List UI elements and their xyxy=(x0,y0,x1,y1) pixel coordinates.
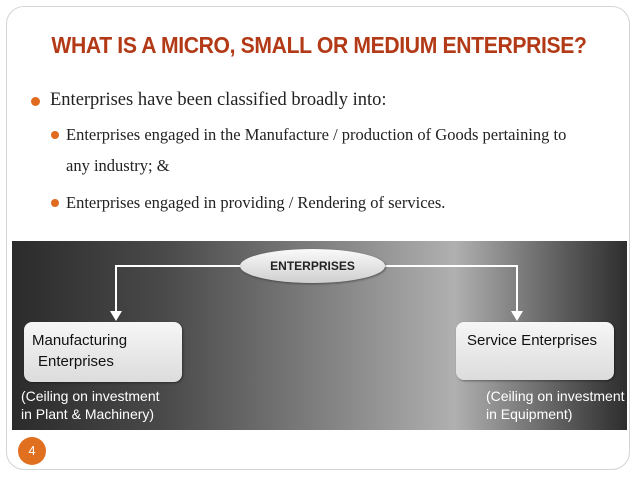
bullet-dot xyxy=(31,97,40,106)
slide-title: WHAT IS A MICRO, SMALL OR MEDIUM ENTERPR… xyxy=(51,32,587,58)
sub-bullet-2-text: Enterprises engaged in providing / Rende… xyxy=(66,193,446,212)
service-note-line-2: in Equipment) xyxy=(486,406,573,422)
manufacturing-note-line-2: in Plant & Machinery) xyxy=(21,406,155,422)
enterprises-node: ENTERPRISES xyxy=(240,249,385,283)
connector-left xyxy=(115,265,240,317)
manufacturing-enterprises-box: Manufacturing Enterprises xyxy=(24,322,182,382)
page-number-badge: 4 xyxy=(18,437,46,465)
main-bullet-text: Enterprises have been classified broadly… xyxy=(50,90,387,110)
enterprise-classification-diagram: ENTERPRISES Manufacturing Enterprises Se… xyxy=(12,241,627,430)
sub-bullet-dot xyxy=(51,131,59,139)
manufacturing-box-line-2: Enterprises xyxy=(38,353,114,370)
manufacturing-box-line-1: Manufacturing xyxy=(32,332,128,349)
arrowhead-right xyxy=(511,311,523,321)
sub-bullet-1-line-1: Enterprises engaged in the Manufacture /… xyxy=(66,125,567,144)
manufacturing-note-line-1: (Ceiling on investment xyxy=(21,388,160,404)
service-note-line-1: (Ceiling on investment xyxy=(486,388,625,404)
sub-bullet-dot xyxy=(51,199,59,207)
sub-bullet-1-line-2: any industry; & xyxy=(66,156,170,175)
arrowhead-left xyxy=(110,311,122,321)
connector-right xyxy=(385,265,518,317)
service-box-line-1: Service Enterprises xyxy=(467,332,598,349)
slide-frame xyxy=(6,6,630,470)
service-enterprises-box: Service Enterprises xyxy=(456,322,614,380)
diagram-connectors xyxy=(110,265,523,321)
